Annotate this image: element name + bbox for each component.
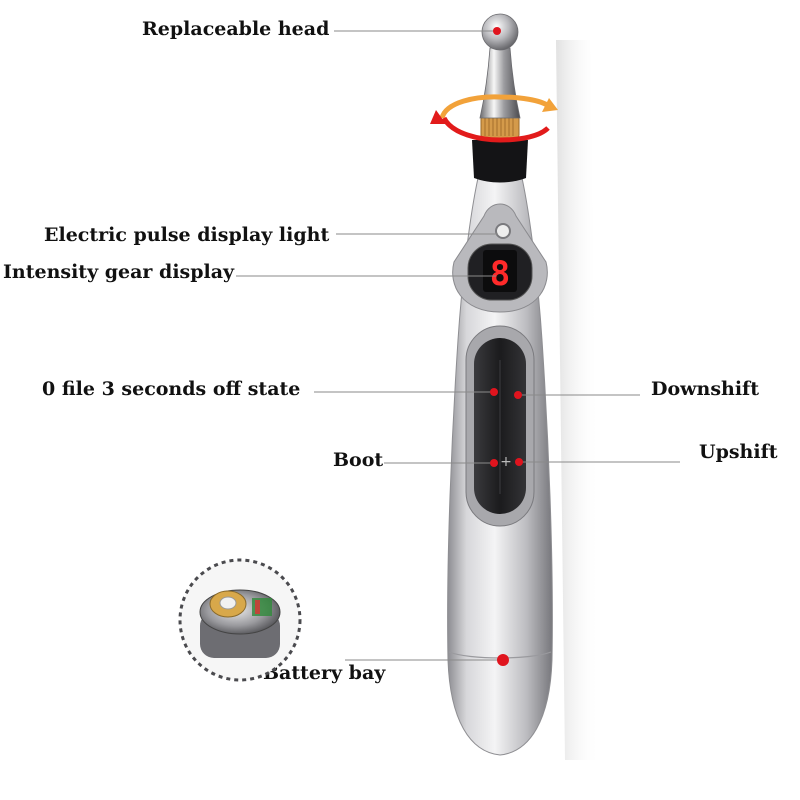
label-intensity-display: Intensity gear display [3, 261, 235, 283]
marker-battery-bay [497, 654, 509, 666]
pen-shadow [556, 40, 600, 760]
pulse-light-indicator [495, 223, 511, 239]
marker-downshift[interactable] [514, 391, 522, 399]
marker-dots [490, 27, 523, 666]
upshift-plus-icon[interactable]: + [500, 454, 512, 470]
label-upshift: Upshift [699, 441, 778, 463]
head-stem [479, 47, 521, 119]
intensity-digit: 8 [490, 254, 510, 294]
label-replaceable-head: Replaceable head [142, 18, 330, 40]
label-boot: Boot [333, 449, 384, 471]
battery-icon [178, 558, 302, 682]
control-panel [465, 325, 535, 527]
label-off-state: 0 file 3 seconds off state [42, 378, 301, 400]
gold-ring-knurl [484, 118, 514, 136]
marker-head [493, 27, 501, 35]
marker-off-state[interactable] [490, 388, 498, 396]
label-pulse-light: Electric pulse display light [44, 224, 330, 246]
marker-upshift[interactable] [515, 458, 523, 466]
pen-collar [472, 140, 528, 183]
label-downshift: Downshift [651, 378, 759, 400]
intensity-display-panel: 8 [452, 203, 548, 313]
label-battery-bay: Battery bay [263, 662, 386, 684]
marker-boot[interactable] [490, 459, 498, 467]
leader-lines [236, 30, 680, 661]
rotation-arrows-icon [430, 94, 558, 143]
